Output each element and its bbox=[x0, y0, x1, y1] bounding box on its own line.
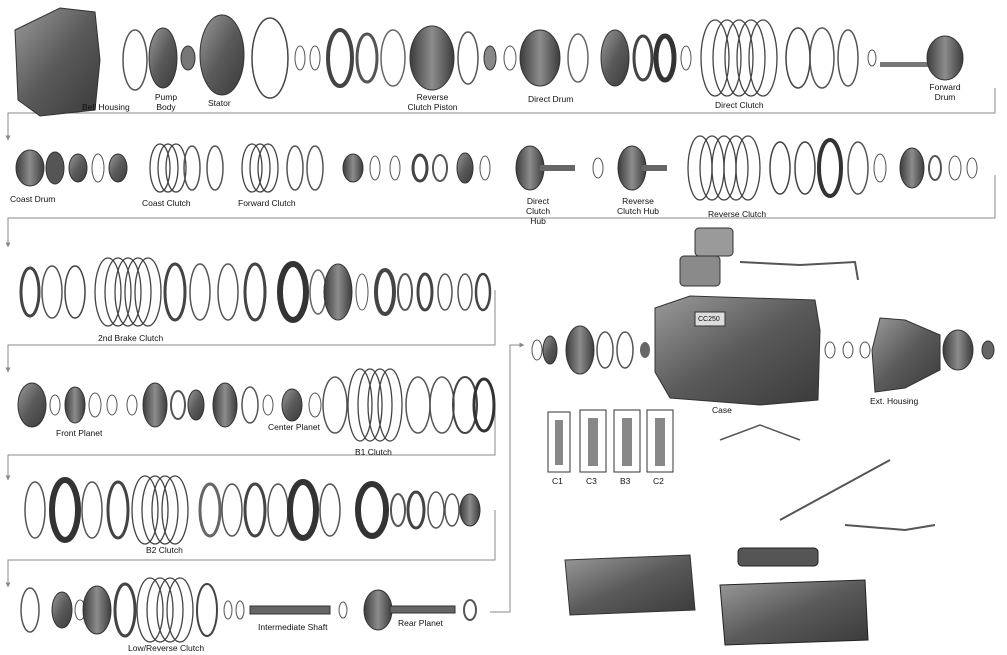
label-accumulator-b3: B3 bbox=[620, 476, 631, 486]
case-assembly bbox=[531, 227, 995, 406]
row-4-parts bbox=[17, 368, 496, 442]
reverse-clutch-pack bbox=[687, 135, 761, 201]
label-front-planet: Front Planet bbox=[56, 428, 103, 438]
label-bell-housing: Bell Housing bbox=[82, 102, 130, 112]
b2-clutch-pack bbox=[131, 475, 189, 545]
valve-body-and-pan bbox=[564, 424, 936, 646]
label-intermediate-shaft: Intermediate Shaft bbox=[258, 622, 328, 632]
label-direct-clutch: Direct Clutch bbox=[715, 100, 764, 110]
forward-clutch-pack bbox=[241, 143, 279, 193]
label-reverse-clutch-piston: Reverse Clutch Piston bbox=[407, 92, 458, 112]
label-stator: Stator bbox=[208, 98, 231, 108]
label-center-planet: Center Planet bbox=[268, 422, 320, 432]
transmission-case bbox=[654, 295, 821, 406]
oil-pan bbox=[719, 579, 869, 646]
coast-clutch-pack bbox=[149, 143, 187, 193]
label-b1-clutch: B1 Clutch bbox=[355, 447, 392, 457]
row-5-parts bbox=[24, 475, 481, 545]
label-second-brake-clutch: 2nd Brake Clutch bbox=[98, 333, 164, 343]
label-b2-clutch: B2 Clutch bbox=[146, 545, 183, 555]
b1-clutch-pack bbox=[347, 368, 403, 442]
label-reverse-clutch-hub: Reverse Clutch Hub bbox=[616, 196, 660, 216]
label-forward-clutch: Forward Clutch bbox=[238, 198, 296, 208]
label-ext-housing: Ext. Housing bbox=[870, 396, 919, 406]
label-rear-planet: Rear Planet bbox=[398, 618, 443, 628]
case-stamp: CC250 bbox=[698, 316, 720, 323]
label-forward-drum: Forward Drum bbox=[929, 82, 961, 102]
flow-lines bbox=[5, 88, 996, 613]
label-accumulator-c2: C2 bbox=[653, 476, 664, 486]
low-reverse-clutch-pack bbox=[136, 577, 194, 643]
label-pump-body: Pump Body bbox=[154, 92, 178, 112]
accumulator-boxes bbox=[547, 409, 674, 473]
bell-housing bbox=[14, 7, 101, 117]
label-low-reverse-clutch: Low/Reverse Clutch bbox=[128, 643, 205, 653]
label-coast-drum: Coast Drum bbox=[10, 194, 56, 204]
label-direct-drum: Direct Drum bbox=[528, 94, 574, 104]
ext-housing bbox=[871, 317, 941, 393]
row-1-parts bbox=[14, 7, 964, 117]
second-brake-clutch-pack bbox=[94, 257, 162, 327]
row-2-parts bbox=[15, 135, 978, 201]
label-direct-clutch-hub: Direct Clutch Hub bbox=[525, 196, 551, 226]
intermediate-shaft bbox=[249, 605, 331, 615]
label-accumulator-c3: C3 bbox=[586, 476, 597, 486]
row-3-parts bbox=[19, 257, 492, 327]
label-case: Case bbox=[712, 405, 732, 415]
direct-clutch-pack bbox=[700, 19, 778, 97]
row-6-parts bbox=[20, 577, 477, 643]
label-accumulator-c1: C1 bbox=[552, 476, 563, 486]
label-coast-clutch: Coast Clutch bbox=[142, 198, 191, 208]
valve-body bbox=[564, 554, 696, 616]
label-reverse-clutch: Reverse Clutch bbox=[708, 209, 767, 219]
